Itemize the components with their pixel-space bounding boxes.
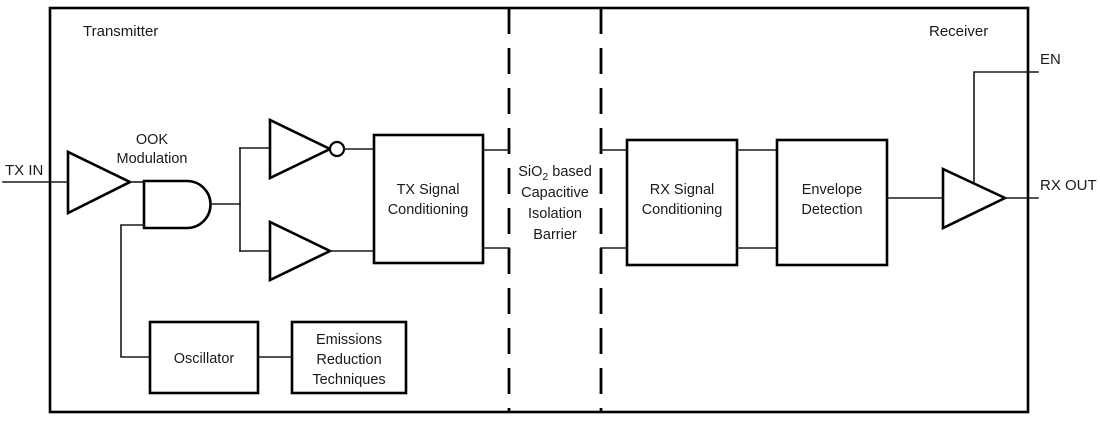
chip-outline (48, 6, 1030, 414)
ook-modulation-label-line1: OOK (136, 132, 169, 148)
block-oscillator (148, 320, 260, 395)
wire-enable-to-output-buffer (973, 71, 1039, 185)
block-envelope-detection-label-line1: Envelope (802, 182, 862, 198)
block-emissions-reduction-label-line3: Techniques (312, 372, 385, 388)
barrier-label-line3: Isolation (528, 206, 582, 222)
block-emissions-reduction-techniques (290, 320, 408, 395)
en-pin-label: EN (1040, 51, 1061, 68)
block-emissions-reduction-label-line1: Emissions (316, 332, 382, 348)
receiver-section-label: Receiver (929, 23, 988, 40)
block-tx-signal-conditioning (372, 133, 485, 265)
block-emissions-reduction-label-line2: Reduction (316, 352, 381, 368)
tx-inverting-driver-icon (268, 117, 333, 181)
block-rx-signal-conditioning-label-line1: RX Signal (650, 182, 714, 198)
block-oscillator-label: Oscillator (174, 351, 235, 367)
block-envelope-detection-label-line2: Detection (801, 202, 862, 218)
ook-modulation-label-line2: Modulation (117, 151, 188, 167)
inverter-bubble-icon (328, 140, 346, 158)
tx-input-buffer-icon (66, 149, 133, 216)
barrier-label-line2: Capacitive (521, 185, 589, 201)
block-envelope-detection (775, 138, 889, 267)
block-tx-signal-conditioning-label-line1: TX Signal (397, 182, 460, 198)
wire-oscillator-to-and-gate (120, 224, 151, 358)
transmitter-section-label: Transmitter (83, 23, 158, 40)
tx-in-pin-label: TX IN (5, 162, 43, 179)
rx-out-pin-label: RX OUT (1040, 177, 1097, 194)
barrier-label-line1: SiO2 based (518, 164, 592, 183)
block-rx-signal-conditioning (625, 138, 739, 267)
block-tx-signal-conditioning-label-line2: Conditioning (388, 202, 469, 218)
tx-noninverting-driver-icon (268, 219, 333, 283)
barrier-label-line4: Barrier (533, 227, 577, 243)
and-gate-ook-modulator-icon (142, 179, 212, 230)
block-rx-signal-conditioning-label-line2: Conditioning (642, 202, 723, 218)
